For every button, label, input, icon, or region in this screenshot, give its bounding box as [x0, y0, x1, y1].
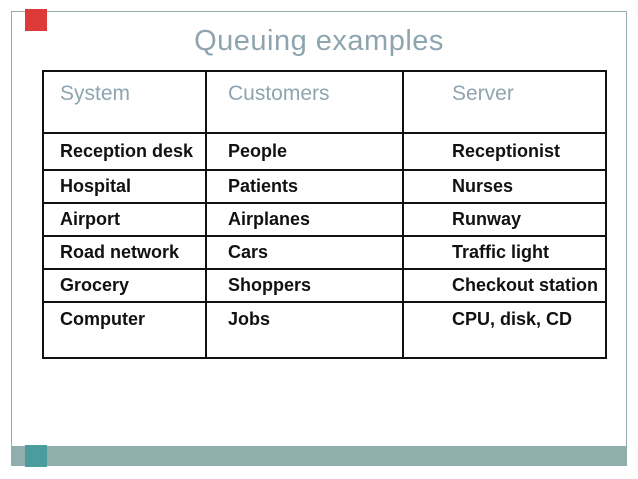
- table-cell: Shoppers: [205, 270, 402, 301]
- table-row: Reception desk People Receptionist: [44, 132, 605, 169]
- slide-title: Queuing examples: [194, 25, 444, 57]
- table-row: Road network Cars Traffic light: [44, 235, 605, 268]
- column-header-system: System: [60, 82, 131, 105]
- footer-bar: [12, 446, 627, 466]
- teal-accent-square: [25, 445, 47, 467]
- table-cell: Road network: [60, 242, 180, 262]
- column-header-customers: Customers: [205, 72, 402, 132]
- table-cell: Airplanes: [205, 204, 402, 235]
- table-cell: People: [205, 134, 402, 169]
- table-row: Computer Jobs CPU, disk, CD: [44, 301, 605, 357]
- queuing-examples-table: System Customers Server Reception desk P…: [42, 70, 607, 359]
- red-accent-square: [25, 9, 47, 31]
- table-cell: Grocery: [60, 275, 130, 295]
- table-cell: CPU, disk, CD: [402, 303, 605, 357]
- table-cell: Runway: [402, 204, 605, 235]
- table-cell: Patients: [205, 171, 402, 202]
- table-cell: Computer: [60, 309, 145, 329]
- table-row: Hospital Patients Nurses: [44, 169, 605, 202]
- table-cell: Hospital: [60, 176, 132, 196]
- table-row: Grocery Shoppers Checkout station: [44, 268, 605, 301]
- table-cell: Traffic light: [402, 237, 605, 268]
- column-header-server: Server: [402, 72, 605, 132]
- table-cell: Jobs: [205, 303, 402, 357]
- table-cell: Reception desk: [60, 141, 194, 161]
- table-cell: Cars: [205, 237, 402, 268]
- table-cell: Nurses: [402, 171, 605, 202]
- table-cell: Airport: [60, 209, 120, 229]
- table-cell: Receptionist: [402, 134, 605, 169]
- table-header-row: System Customers Server: [44, 72, 605, 132]
- table-cell: Checkout station: [402, 270, 605, 301]
- table-row: Airport Airplanes Runway: [44, 202, 605, 235]
